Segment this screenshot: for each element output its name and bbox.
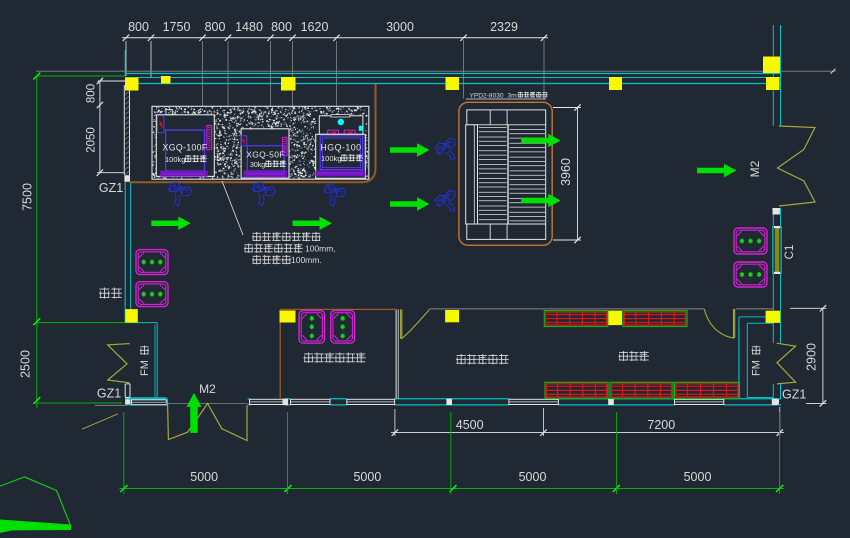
svg-text:7500: 7500 — [21, 183, 35, 211]
svg-text:C1: C1 — [784, 245, 796, 260]
svg-text:FM: FM — [139, 360, 151, 376]
svg-text:100mm,: 100mm, — [305, 244, 336, 254]
svg-text:5000: 5000 — [684, 470, 712, 484]
svg-text:800: 800 — [128, 20, 149, 34]
svg-text:4500: 4500 — [456, 418, 484, 432]
svg-text:2900: 2900 — [805, 343, 819, 371]
svg-text:1750: 1750 — [163, 20, 191, 34]
svg-text:2329: 2329 — [490, 20, 518, 34]
svg-text:3960: 3960 — [559, 158, 573, 186]
svg-text:GZ1: GZ1 — [782, 388, 806, 402]
svg-text:FM: FM — [751, 360, 763, 376]
svg-text:3000: 3000 — [386, 20, 414, 34]
svg-text:800: 800 — [205, 20, 226, 34]
svg-text:7200: 7200 — [647, 418, 675, 432]
svg-text:2500: 2500 — [19, 350, 33, 378]
svg-text:GZ1: GZ1 — [99, 181, 123, 195]
svg-text:XGQ-50F: XGQ-50F — [246, 150, 284, 160]
svg-text:30kg: 30kg — [250, 162, 265, 169]
svg-text:M2: M2 — [199, 382, 216, 396]
svg-text:100kg: 100kg — [321, 154, 341, 163]
svg-text:GZ1: GZ1 — [97, 387, 121, 401]
svg-text:1620: 1620 — [301, 20, 329, 34]
svg-text:5000: 5000 — [519, 470, 547, 484]
svg-text:1480: 1480 — [235, 20, 263, 34]
svg-text:800: 800 — [271, 20, 292, 34]
svg-text:YPD2-8030: YPD2-8030 — [470, 93, 504, 100]
svg-text:5000: 5000 — [353, 470, 381, 484]
svg-text:M2: M2 — [748, 160, 762, 177]
svg-text:HGQ-100: HGQ-100 — [320, 143, 361, 153]
svg-text:2050: 2050 — [86, 127, 98, 153]
svg-text:5000: 5000 — [190, 470, 218, 484]
svg-text:100kg: 100kg — [165, 155, 185, 164]
svg-text:XGQ-100F: XGQ-100F — [163, 143, 208, 153]
svg-text:100mm.: 100mm. — [291, 255, 322, 265]
svg-text:800: 800 — [86, 84, 98, 103]
svg-text:3m: 3m — [508, 93, 518, 100]
